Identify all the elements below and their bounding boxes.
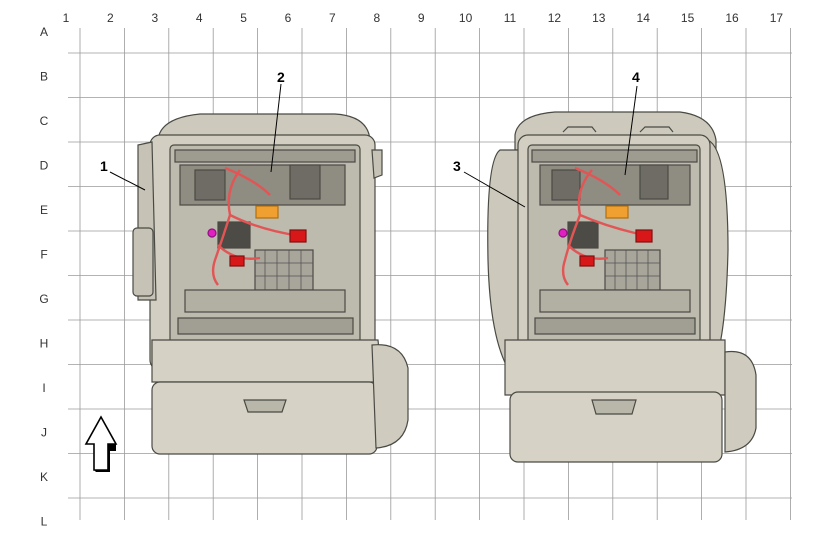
left-seat-illustration xyxy=(132,113,409,455)
grid-row-label: K xyxy=(40,470,48,484)
grid-row-label: B xyxy=(40,70,48,84)
grid-column-label: 13 xyxy=(592,11,606,25)
grid-column-label: 7 xyxy=(329,11,336,25)
grid-column-label: 1 xyxy=(63,11,70,25)
callout-4-label: 4 xyxy=(632,69,640,85)
grid-column-label: 9 xyxy=(418,11,425,25)
right-seat-illustration xyxy=(487,111,757,463)
callout-1: 1 xyxy=(100,158,146,191)
grid-column-label: 10 xyxy=(459,11,473,25)
grid-row-labels: A B C D E F G H I J K L xyxy=(39,25,48,529)
forward-arrow-icon xyxy=(84,415,118,472)
grid-column-label: 6 xyxy=(285,11,292,25)
callout-2: 2 xyxy=(270,69,285,173)
grid-column-label: 11 xyxy=(504,11,517,25)
grid-row-label: H xyxy=(40,337,49,351)
grid-row-label: I xyxy=(42,381,45,395)
grid-row-label: J xyxy=(41,426,47,440)
grid-row-label: F xyxy=(40,248,47,262)
grid-row-label: A xyxy=(40,25,48,39)
callout-4: 4 xyxy=(624,69,640,176)
callout-1-label: 1 xyxy=(100,158,108,174)
grid-column-label: 12 xyxy=(548,11,562,25)
grid-row-label: E xyxy=(40,203,48,217)
callout-3-label: 3 xyxy=(453,158,461,174)
grid-row-label: C xyxy=(40,114,49,128)
grid-column-label: 14 xyxy=(637,11,651,25)
grid-column-label: 2 xyxy=(107,11,114,25)
grid-row-label: D xyxy=(40,159,49,173)
grid-column-label: 3 xyxy=(151,11,158,25)
grid-column-label: 5 xyxy=(240,11,247,25)
grid-row-label: L xyxy=(41,515,48,529)
callout-2-label: 2 xyxy=(277,69,285,85)
grid-column-label: 16 xyxy=(725,11,739,25)
grid-column-label: 4 xyxy=(196,11,203,25)
callout-3: 3 xyxy=(453,158,526,208)
grid-column-label: 17 xyxy=(770,11,784,25)
grid-row-label: G xyxy=(39,292,48,306)
grid-column-label: 15 xyxy=(681,11,695,25)
grid-column-label: 8 xyxy=(373,11,380,25)
